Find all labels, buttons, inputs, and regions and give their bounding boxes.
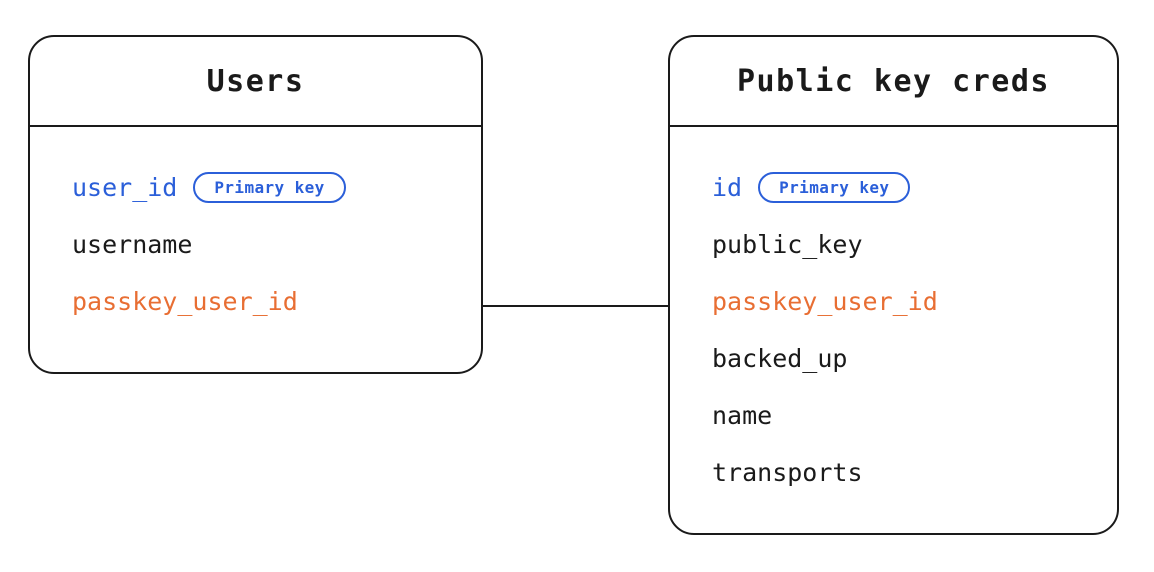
field-name: backed_up (712, 344, 848, 373)
field-row[interactable]: backed_up (670, 330, 1117, 387)
field-name: transports (712, 458, 863, 487)
entity-header-public-key-creds: Public key creds (670, 37, 1117, 127)
field-name: username (72, 230, 193, 259)
field-row[interactable]: user_id Primary key (30, 159, 481, 216)
field-name: passkey_user_id (712, 287, 938, 316)
field-row[interactable]: public_key (670, 216, 1117, 273)
entity-title: Users (206, 63, 305, 99)
field-row[interactable]: username (30, 216, 481, 273)
entity-title: Public key creds (737, 63, 1050, 99)
field-row[interactable]: passkey_user_id (670, 273, 1117, 330)
field-name: user_id (72, 173, 178, 202)
field-name: public_key (712, 230, 863, 259)
field-name: id (712, 173, 743, 202)
relationship-connector (483, 305, 668, 307)
field-name: name (712, 401, 773, 430)
field-row[interactable]: id Primary key (670, 159, 1117, 216)
field-row[interactable]: transports (670, 444, 1117, 501)
primary-key-badge: Primary key (758, 172, 911, 203)
field-row[interactable]: name (670, 387, 1117, 444)
field-name: passkey_user_id (72, 287, 298, 316)
entity-header-users: Users (30, 37, 481, 127)
field-row[interactable]: passkey_user_id (30, 273, 481, 330)
primary-key-badge: Primary key (193, 172, 346, 203)
